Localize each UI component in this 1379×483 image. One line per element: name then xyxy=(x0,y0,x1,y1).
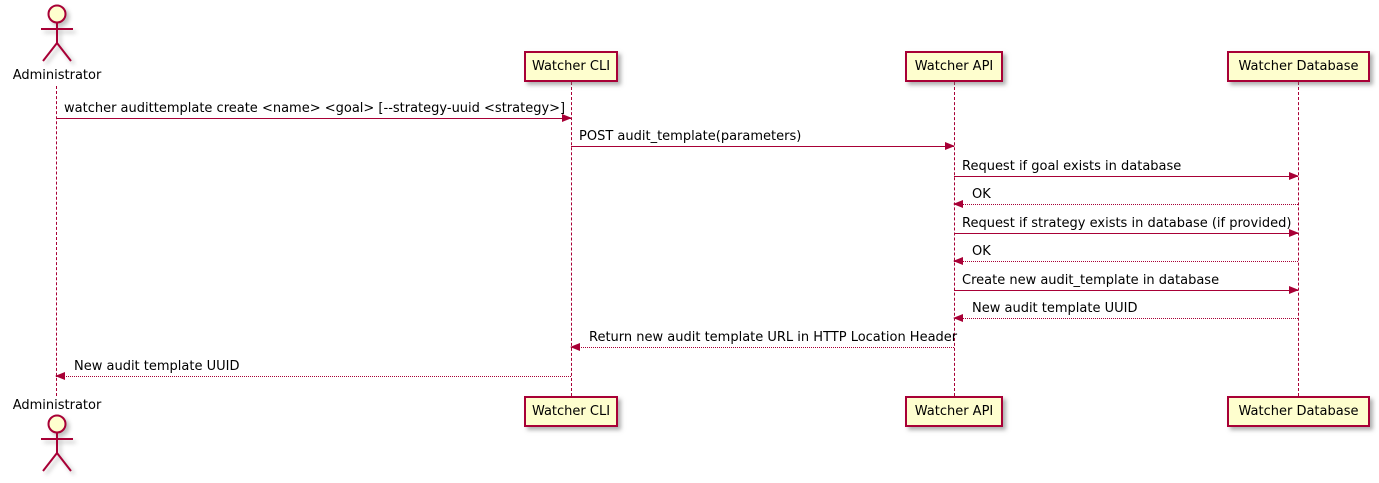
arrowhead-right-icon xyxy=(1289,229,1299,237)
message-line xyxy=(954,290,1298,291)
message-label: Create new audit_template in database xyxy=(962,273,1220,288)
participant-watcher-api-bottom: Watcher API xyxy=(905,396,1003,427)
arrowhead-left-icon xyxy=(953,257,963,265)
participant-watcher-api-top: Watcher API xyxy=(905,51,1003,82)
participant-watcher-cli-bottom: Watcher CLI xyxy=(524,396,618,427)
message-line xyxy=(954,176,1298,177)
actor-icon xyxy=(41,414,73,472)
arrowhead-right-icon xyxy=(562,114,572,122)
message-label: New audit template UUID xyxy=(74,359,240,374)
arrowhead-left-icon xyxy=(570,343,580,351)
arrowhead-left-icon xyxy=(55,372,65,380)
arrowhead-left-icon xyxy=(953,314,963,322)
actor-label-top: Administrator xyxy=(12,68,102,83)
arrowhead-right-icon xyxy=(1289,172,1299,180)
message-cli-create: watcher audittemplate create <name> <goa… xyxy=(56,101,572,122)
message-ok-goal: OK xyxy=(953,187,1298,208)
message-line xyxy=(56,118,571,119)
message-request-strategy: Request if strategy exists in database (… xyxy=(954,216,1299,237)
participant-watcher-database-bottom: Watcher Database xyxy=(1227,396,1370,427)
lifeline-watcher-api xyxy=(954,82,955,396)
actor-icon xyxy=(41,4,73,62)
message-label: watcher audittemplate create <name> <goa… xyxy=(64,101,566,116)
message-label: OK xyxy=(972,187,991,202)
message-label: New audit template UUID xyxy=(972,301,1138,316)
participant-watcher-cli-top: Watcher CLI xyxy=(524,51,618,82)
message-new-uuid-from-db: New audit template UUID xyxy=(953,301,1298,322)
message-label: Request if goal exists in database xyxy=(962,159,1182,174)
message-line xyxy=(954,318,1298,319)
message-create-audit-template: Create new audit_template in database xyxy=(954,273,1299,294)
message-label: Request if strategy exists in database (… xyxy=(962,216,1292,231)
message-line xyxy=(571,146,954,147)
message-line xyxy=(954,204,1298,205)
message-request-goal: Request if goal exists in database xyxy=(954,159,1299,180)
message-post-audit-template: POST audit_template(parameters) xyxy=(571,129,955,150)
message-return-url: Return new audit template URL in HTTP Lo… xyxy=(570,330,958,351)
message-line xyxy=(954,233,1298,234)
lifeline-watcher-database xyxy=(1298,82,1299,396)
arrowhead-right-icon xyxy=(945,142,955,150)
lifeline-administrator xyxy=(56,86,57,396)
message-new-uuid-to-admin: New audit template UUID xyxy=(55,359,571,380)
arrowhead-right-icon xyxy=(1289,286,1299,294)
message-line xyxy=(571,347,954,348)
actor-label-bottom: Administrator xyxy=(12,398,102,413)
message-line xyxy=(954,261,1298,262)
lifeline-watcher-cli xyxy=(571,82,572,396)
message-ok-strategy: OK xyxy=(953,244,1298,265)
participant-watcher-database-top: Watcher Database xyxy=(1227,51,1370,82)
arrowhead-left-icon xyxy=(953,200,963,208)
message-line xyxy=(56,376,571,377)
message-label: Return new audit template URL in HTTP Lo… xyxy=(589,330,958,345)
message-label: POST audit_template(parameters) xyxy=(579,129,802,144)
message-label: OK xyxy=(972,244,991,259)
